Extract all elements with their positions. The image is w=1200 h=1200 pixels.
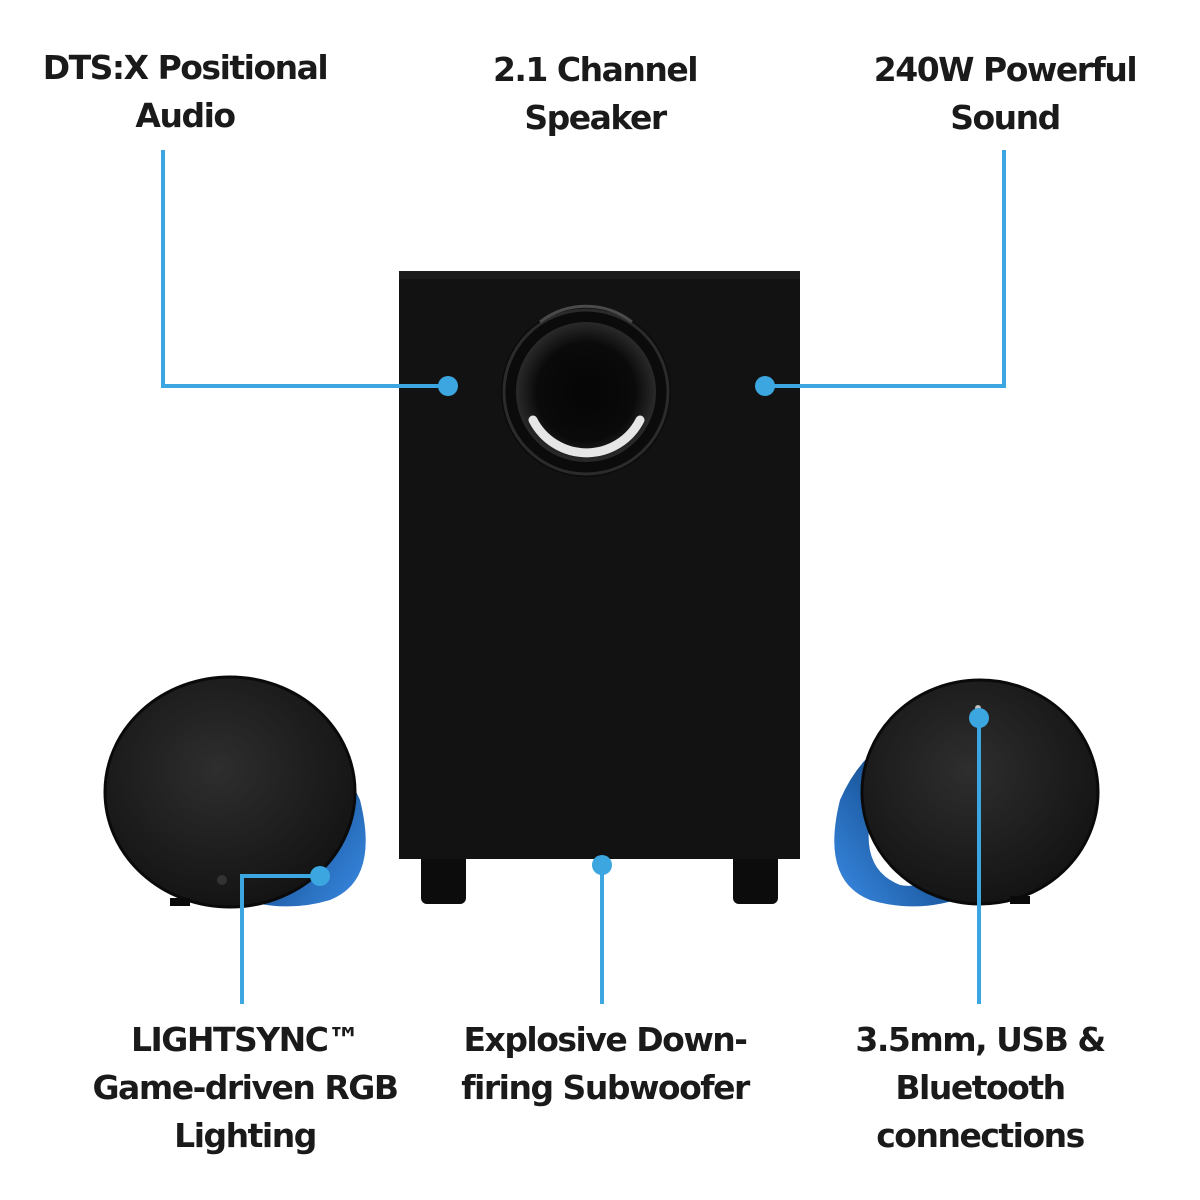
callout-label-subwoofer: Explosive Down- firing Subwoofer	[440, 1016, 770, 1112]
lightsync-line-1: LIGHTSYNC™	[130, 1020, 361, 1059]
dtsx-line-1: DTS:X Positional	[42, 48, 329, 87]
callout-dot-dtsx	[438, 376, 458, 396]
channel-line-1: 2.1 Channel	[492, 50, 699, 89]
callout-line-power	[765, 150, 1006, 388]
callout-dot-power	[755, 376, 775, 396]
callout-label-dtsx: DTS:X Positional Audio	[30, 44, 340, 140]
subwoofer-line-2: firing Subwoofer	[461, 1068, 750, 1107]
callout-dot-lightsync	[310, 866, 330, 886]
callout-label-power: 240W Powerful Sound	[860, 46, 1150, 142]
callout-label-connections: 3.5mm, USB & Bluetooth connections	[830, 1016, 1130, 1160]
callout-dot-subwoofer	[592, 855, 612, 875]
callout-dot-connections	[969, 708, 989, 728]
connections-line-2: Bluetooth	[895, 1068, 1066, 1107]
connections-line-1: 3.5mm, USB &	[855, 1020, 1106, 1059]
callout-lines	[161, 150, 1006, 1004]
power-line-2: Sound	[950, 98, 1061, 137]
dtsx-line-2: Audio	[135, 96, 236, 135]
callout-label-channel: 2.1 Channel Speaker	[445, 46, 745, 142]
connections-line-3: connections	[876, 1116, 1085, 1155]
subwoofer-line-1: Explosive Down-	[463, 1020, 748, 1059]
power-line-1: 240W Powerful	[873, 50, 1138, 89]
callout-label-lightsync: LIGHTSYNC™ Game-driven RGB Lighting	[60, 1016, 430, 1160]
callout-line-lightsync	[240, 874, 320, 1004]
callout-line-dtsx	[161, 150, 448, 388]
left-satellite-speaker-icon	[103, 675, 366, 909]
channel-line-2: Speaker	[524, 98, 667, 137]
callout-dots	[310, 376, 989, 886]
lightsync-line-2: Game-driven RGB	[92, 1068, 399, 1107]
subwoofer-speaker-icon	[399, 271, 800, 904]
lightsync-line-3: Lighting	[174, 1116, 317, 1155]
right-satellite-speaker-icon	[834, 678, 1100, 907]
